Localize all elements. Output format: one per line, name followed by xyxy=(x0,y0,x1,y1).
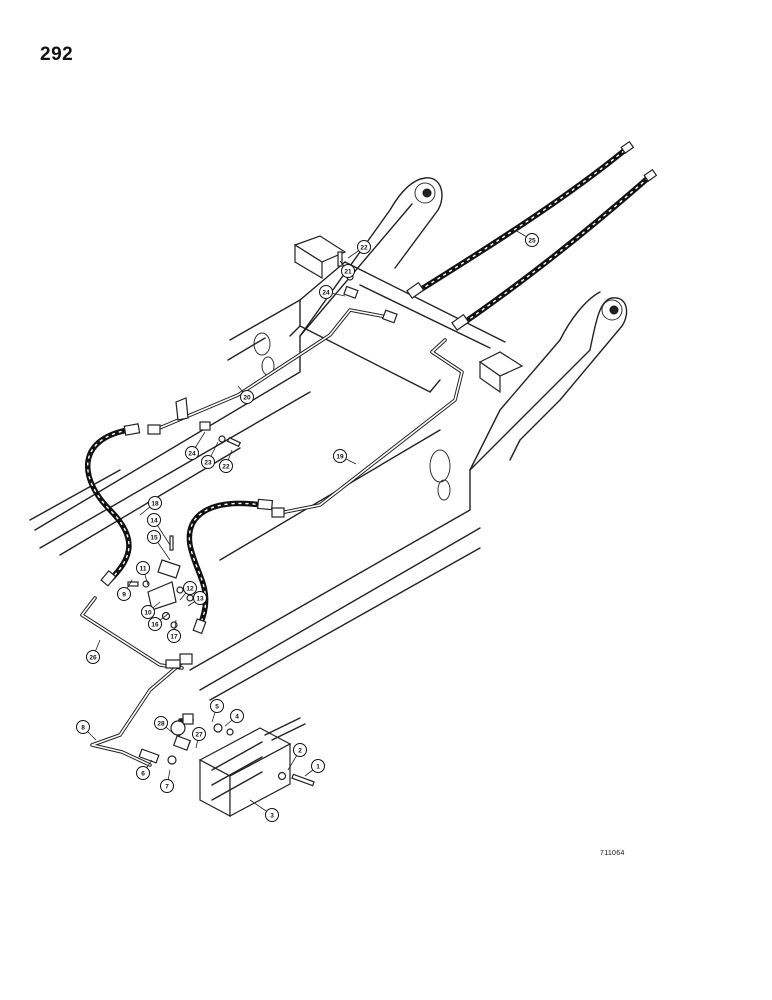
callout-circle xyxy=(154,716,168,730)
callout-3: 3 xyxy=(249,799,279,822)
callout-number: 15 xyxy=(150,534,158,541)
callout-number: 3 xyxy=(270,812,274,819)
callout-13: 13 xyxy=(187,591,207,607)
callout-number: 23 xyxy=(204,459,212,466)
callout-18: 18 xyxy=(139,496,162,516)
callout-number: 22 xyxy=(360,244,368,251)
callout-number: 27 xyxy=(195,731,203,738)
callout-circle xyxy=(265,808,279,822)
callout-22: 22 xyxy=(219,449,233,473)
callout-number: 28 xyxy=(157,720,165,727)
callout-number: 16 xyxy=(151,621,159,628)
callout-circle xyxy=(357,240,371,254)
callout-24: 24 xyxy=(185,431,206,460)
callout-10: 10 xyxy=(141,601,161,619)
callout-circle xyxy=(160,779,174,793)
callout-4: 4 xyxy=(224,709,244,727)
mounting-hardware xyxy=(127,251,359,817)
callout-number: 17 xyxy=(170,633,178,640)
callout-28: 28 xyxy=(154,716,175,735)
rigid-tubes xyxy=(80,308,464,767)
loader-frame xyxy=(29,177,628,701)
callout-7: 7 xyxy=(160,769,174,793)
callout-20: 20 xyxy=(237,385,254,404)
callout-circle xyxy=(210,699,224,713)
callout-number: 12 xyxy=(186,585,194,592)
callout-2: 2 xyxy=(287,743,307,771)
callout-labels: 1234567891011121314151617181920212224242… xyxy=(76,229,539,822)
callout-circle xyxy=(148,496,162,510)
callout-circle xyxy=(341,264,355,278)
callout-number: 4 xyxy=(235,713,239,720)
callout-number: 21 xyxy=(344,268,352,275)
callout-number: 6 xyxy=(141,770,145,777)
callout-26: 26 xyxy=(86,639,101,664)
callout-circle xyxy=(230,709,244,723)
callout-number: 11 xyxy=(140,565,147,572)
callout-number: 26 xyxy=(89,654,97,661)
callout-circle xyxy=(219,459,233,473)
callout-circle xyxy=(86,650,100,664)
callout-circle xyxy=(76,720,90,734)
callout-number: 24 xyxy=(322,289,330,296)
callout-19: 19 xyxy=(333,449,357,465)
callout-circle xyxy=(311,759,325,773)
hose-assemblies xyxy=(85,140,658,635)
callout-number: 18 xyxy=(151,500,159,507)
callout-circle xyxy=(201,455,215,469)
callout-circle xyxy=(167,629,181,643)
callout-circle xyxy=(240,390,254,404)
callout-number: 24 xyxy=(188,450,196,457)
callout-1: 1 xyxy=(304,759,325,777)
callout-number: 5 xyxy=(215,703,219,710)
callout-number: 19 xyxy=(336,453,344,460)
callout-circle xyxy=(136,766,150,780)
callout-5: 5 xyxy=(210,699,224,723)
callout-circle xyxy=(136,561,150,575)
callout-11: 11 xyxy=(136,561,150,586)
figure-code: 711064 xyxy=(600,850,625,857)
callout-8: 8 xyxy=(76,720,97,741)
callout-16: 16 xyxy=(148,613,169,631)
page-number: 292 xyxy=(40,44,74,65)
callout-22: 22 xyxy=(347,240,371,259)
callout-14: 14 xyxy=(147,513,171,546)
callout-number: 7 xyxy=(165,783,169,790)
callout-circle xyxy=(185,446,199,460)
callout-circle xyxy=(147,530,161,544)
callout-21: 21 xyxy=(339,260,355,278)
callout-number: 2 xyxy=(298,747,302,754)
callout-circle xyxy=(192,727,206,741)
callout-circle xyxy=(333,449,347,463)
callout-number: 20 xyxy=(243,394,251,401)
callout-number: 8 xyxy=(81,724,85,731)
callout-27: 27 xyxy=(192,727,206,749)
callout-17: 17 xyxy=(167,619,181,643)
callout-circle xyxy=(293,743,307,757)
callout-circle xyxy=(183,581,197,595)
callout-number: 9 xyxy=(122,591,126,598)
callout-number: 22 xyxy=(222,463,230,470)
callout-circle xyxy=(319,285,333,299)
callout-number: 10 xyxy=(144,609,152,616)
callout-6: 6 xyxy=(136,759,153,780)
callout-9: 9 xyxy=(117,579,133,601)
callout-number: 1 xyxy=(316,763,320,770)
callout-number: 25 xyxy=(528,237,536,244)
callout-circle xyxy=(193,591,207,605)
callout-circle xyxy=(525,233,539,247)
callout-24: 24 xyxy=(319,285,346,299)
callout-23: 23 xyxy=(201,441,219,469)
callout-number: 14 xyxy=(150,517,158,524)
callout-circle xyxy=(148,617,162,631)
callout-number: 13 xyxy=(196,595,204,602)
callout-12: 12 xyxy=(179,581,197,601)
callout-circle xyxy=(117,587,131,601)
callout-circle xyxy=(141,605,155,619)
callout-circle xyxy=(147,513,161,527)
callout-15: 15 xyxy=(147,530,171,561)
callout-25: 25 xyxy=(514,229,539,247)
